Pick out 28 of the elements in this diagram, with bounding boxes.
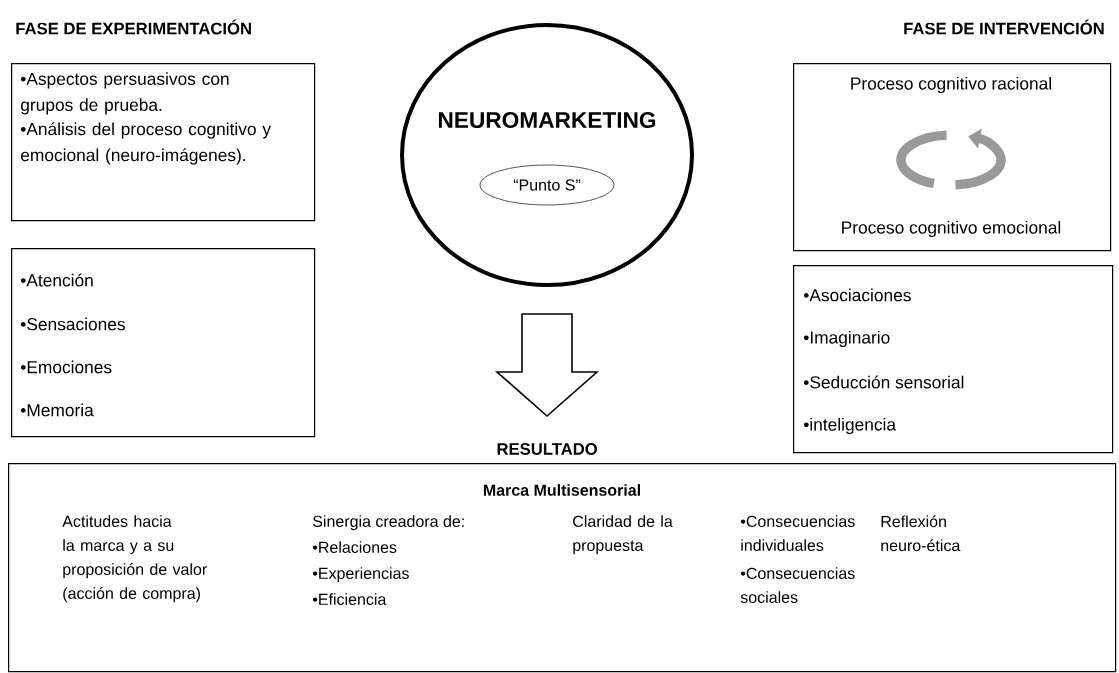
block-arrow	[494, 313, 600, 418]
column-text: Claridad de la propuesta	[573, 515, 673, 555]
heading-text: Marca Multisensorial	[483, 484, 640, 496]
bullet-text: •Relaciones	[312, 541, 397, 553]
bullet-text: •Asociaciones	[803, 288, 911, 302]
column-text: Reflexión neuro-ética	[881, 515, 961, 552]
section-heading: FASE DE INTERVENCIÓN	[904, 19, 1104, 35]
bullet-text: •Emociones	[20, 360, 112, 374]
bullet-text: •inteligencia	[803, 417, 897, 435]
section-heading: FASE DE EXPERIMENTACIÓN	[16, 19, 251, 35]
process-text: Proceso cognitivo emocional	[842, 220, 1061, 238]
ellipse-text: “Punto S”	[513, 179, 581, 191]
bullet-text: •Sensaciones	[20, 317, 125, 331]
column-text: Actitudes hacia la marca y a su proposición de valor (acción de compra)	[62, 515, 207, 603]
result-label: RESULTADO	[497, 443, 597, 455]
bullet-text: •Atención	[20, 273, 93, 287]
bullet-text: •Eficiencia	[312, 593, 387, 605]
process-text: Proceso cognitivo racional	[851, 76, 1051, 94]
bullet-text: •Experiencias	[312, 567, 409, 583]
bullet-text: •Imaginario	[803, 330, 890, 348]
column-text: Sinergia creadora de:	[313, 515, 464, 531]
bullet-text: •Seducción sensorial	[803, 375, 964, 389]
bullet-text: •Análisis del proceso cognitivo y emocional (neuro-imágenes).	[20, 122, 271, 165]
bullet-text: •Aspectos persuasivos con grupos de prueba.	[20, 72, 229, 115]
bullet-text: •Memoria	[20, 403, 94, 417]
bullet-text: •Consecuencias individuales	[740, 515, 855, 551]
bullet-text: •Consecuencias sociales	[740, 567, 855, 603]
title-text: NEUROMARKETING	[439, 111, 656, 129]
